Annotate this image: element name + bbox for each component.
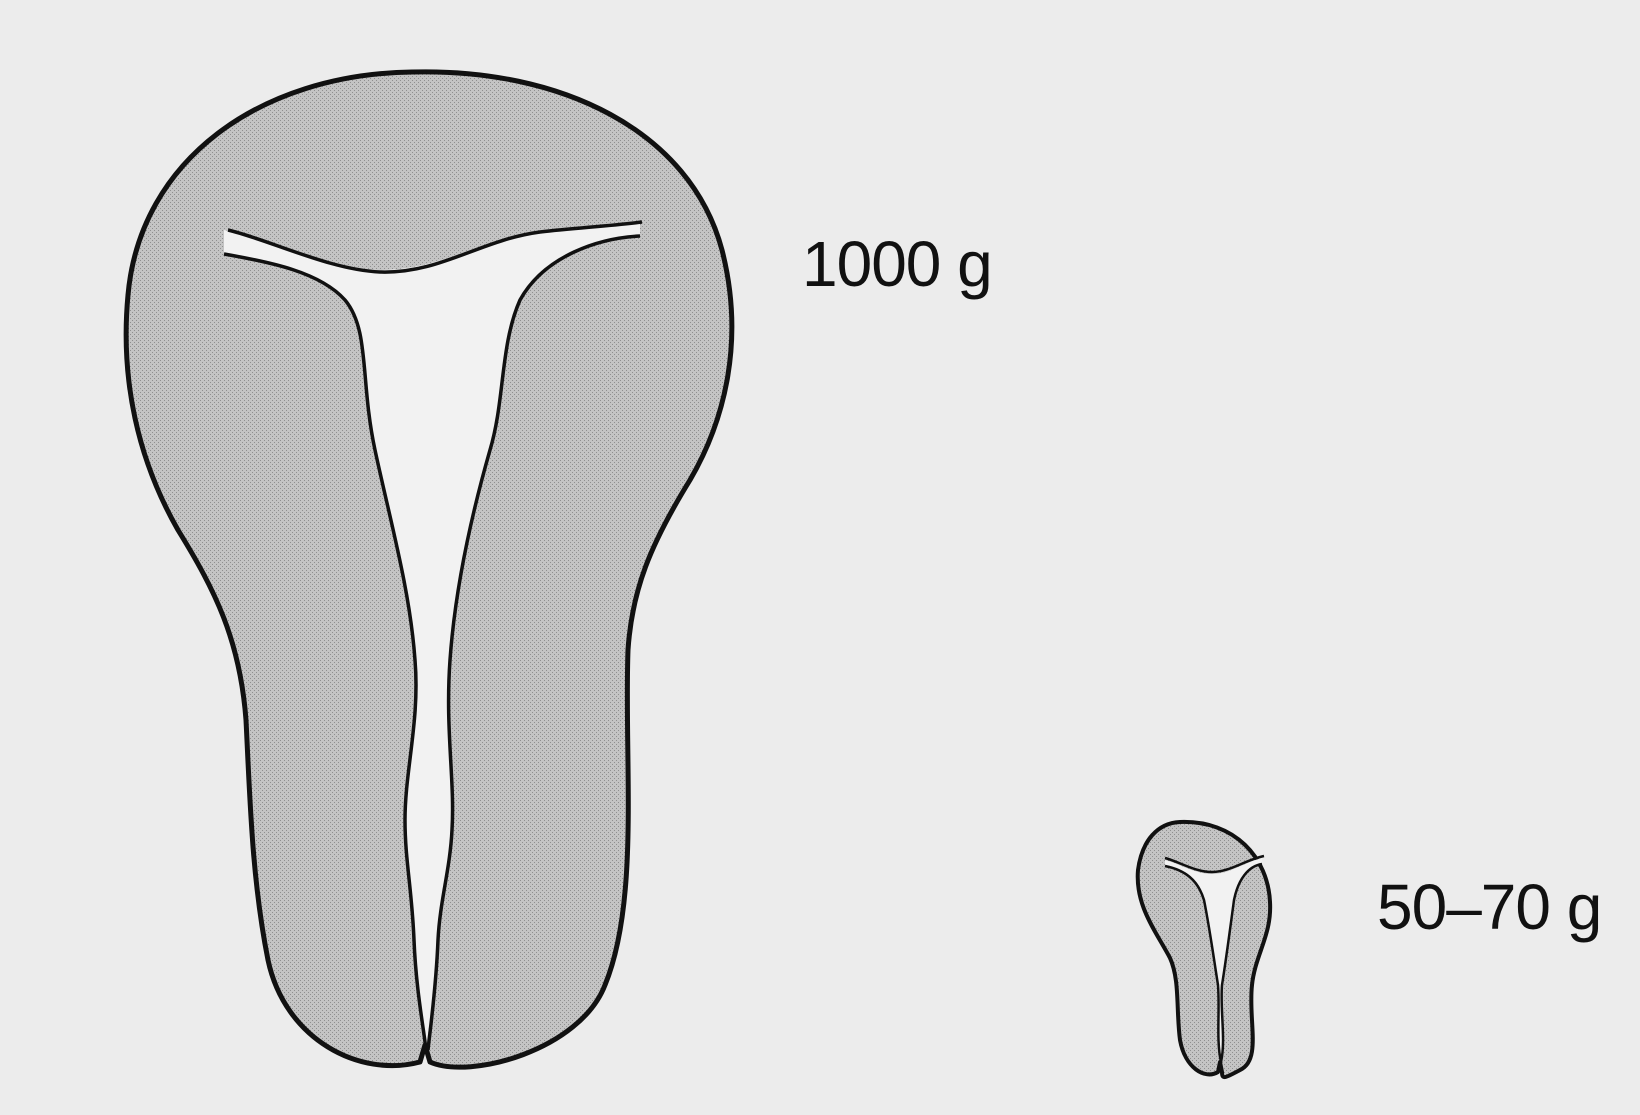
small-uterus-drawing — [1138, 822, 1270, 1077]
large-uterus-weight-label: 1000 g — [802, 232, 992, 296]
large-uterus-drawing — [126, 72, 732, 1067]
small-uterus-weight-label: 50–70 g — [1377, 875, 1601, 939]
